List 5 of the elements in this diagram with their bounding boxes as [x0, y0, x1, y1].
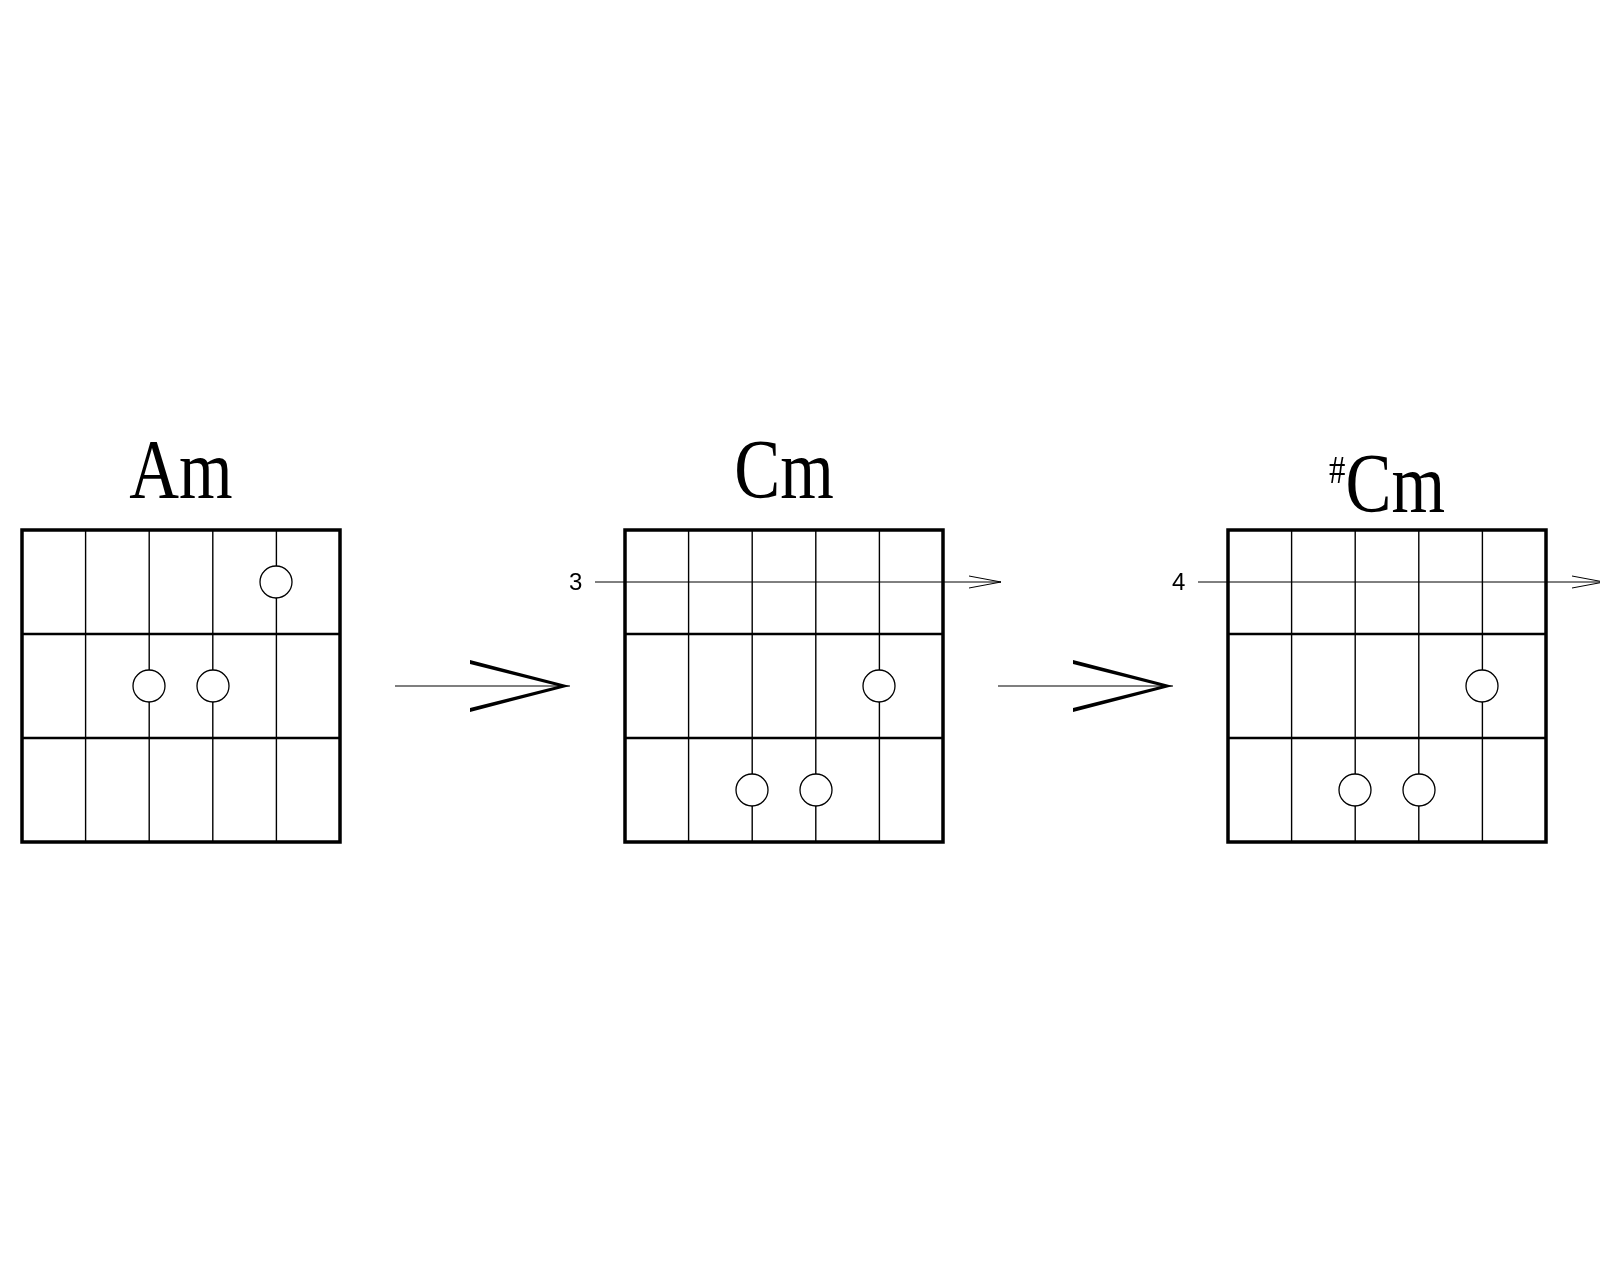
fret-number: 3	[569, 568, 583, 596]
chord-name: $^{#}$Cm	[1328, 436, 1446, 532]
chord-name: Am	[128, 422, 234, 518]
chord-name: Cm	[733, 422, 835, 518]
fret-number: 4	[1172, 568, 1186, 596]
